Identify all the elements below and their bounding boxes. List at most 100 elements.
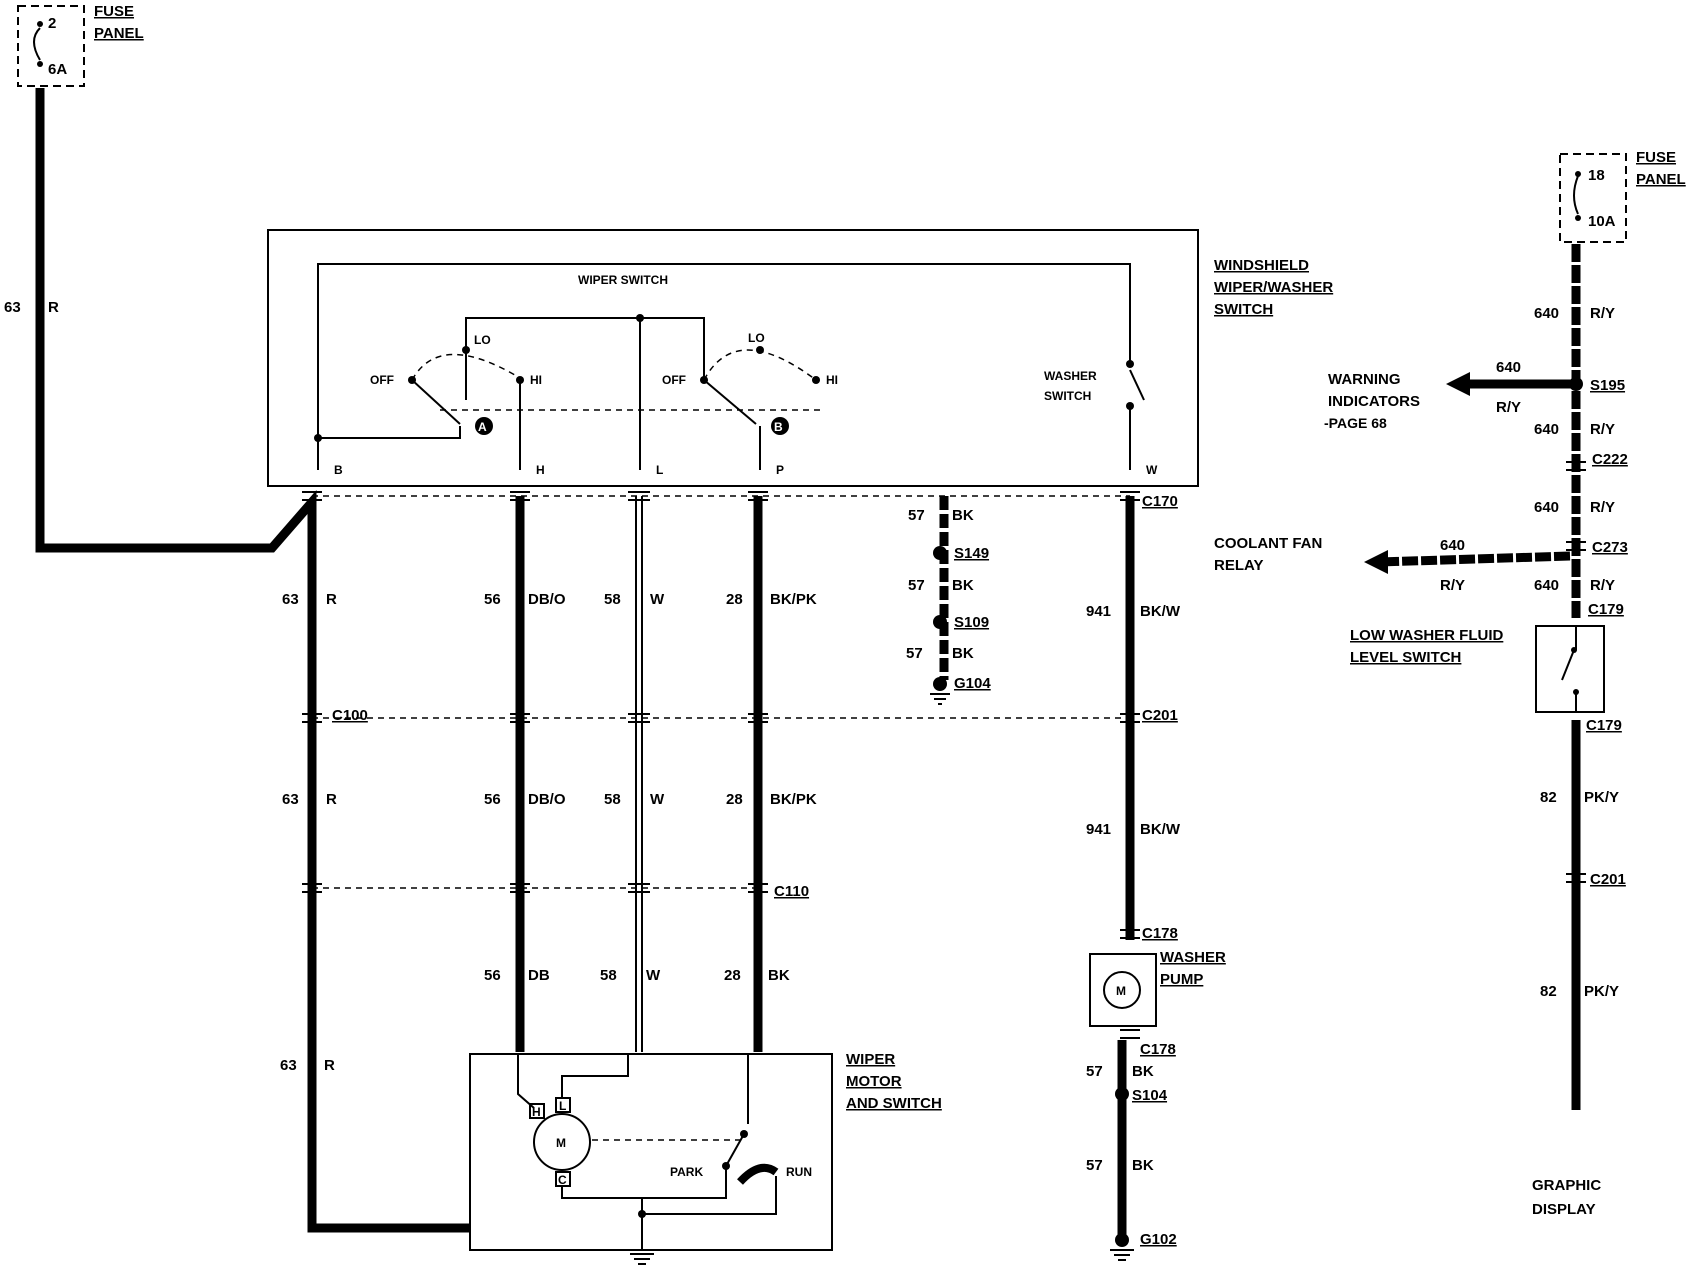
label-w-b: W bbox=[650, 791, 665, 808]
wire-color-r: R bbox=[48, 299, 59, 316]
label-28-b: 28 bbox=[726, 791, 743, 808]
label-56-b: 56 bbox=[484, 791, 501, 808]
motor-pin-c: C bbox=[558, 1173, 567, 1187]
label-56-a: 56 bbox=[484, 591, 501, 608]
connector-c110: C110 bbox=[774, 883, 809, 900]
connector-c222: C222 bbox=[1592, 451, 1628, 468]
switch-a-lo: LO bbox=[474, 333, 491, 347]
warning-label-1: WARNING bbox=[1328, 371, 1401, 388]
connector-c201-right: C201 bbox=[1590, 871, 1626, 888]
connector-c179-bottom: C179 bbox=[1586, 717, 1622, 734]
connector-c273: C273 bbox=[1592, 539, 1628, 556]
label-640-a: 640 bbox=[1534, 305, 1559, 322]
label-57-b: 57 bbox=[908, 577, 925, 594]
washer-switch-label-2: SWITCH bbox=[1044, 389, 1091, 403]
connector-marks bbox=[302, 491, 1140, 893]
pin-b: B bbox=[334, 463, 343, 477]
fuse-left-rating: 6A bbox=[48, 61, 67, 78]
label-db-c: DB bbox=[528, 967, 550, 984]
label-57-d: 57 bbox=[1086, 1063, 1103, 1080]
label-pky-a: PK/Y bbox=[1584, 789, 1619, 806]
label-82-b: 82 bbox=[1540, 983, 1557, 1000]
label-58-c: 58 bbox=[600, 967, 617, 984]
motor-icon bbox=[533, 1113, 591, 1171]
connector-c201-left: C201 bbox=[1142, 707, 1178, 724]
label-63-c: 63 bbox=[280, 1057, 297, 1074]
washer-pump: C178 WASHER PUMP M C178 57 BK S104 57 BK… bbox=[1086, 925, 1226, 1261]
label-ry-c: R/Y bbox=[1590, 499, 1615, 516]
pin-l: L bbox=[656, 463, 663, 477]
label-57-c: 57 bbox=[906, 645, 923, 662]
fuse-right-label-1: FUSE bbox=[1636, 149, 1676, 166]
motor-label-2: MOTOR bbox=[846, 1073, 902, 1090]
label-bkpk-a: BK/PK bbox=[770, 591, 817, 608]
label-dbo-a: DB/O bbox=[528, 591, 566, 608]
label-ry-b: R/Y bbox=[1590, 421, 1615, 438]
label-w-a: W bbox=[650, 591, 665, 608]
motor-label-1: WIPER bbox=[846, 1051, 895, 1068]
label-ry-warn: R/Y bbox=[1496, 399, 1521, 416]
connector-c178-bottom: C178 bbox=[1140, 1041, 1176, 1058]
pin-w: W bbox=[1146, 463, 1158, 477]
warning-label-2: INDICATORS bbox=[1328, 393, 1420, 410]
label-bk-b: BK bbox=[952, 577, 974, 594]
fuse-panel-left: 2 6A FUSE PANEL bbox=[17, 3, 144, 87]
switch-name-3: SWITCH bbox=[1214, 301, 1273, 318]
fuse-left-label-2: PANEL bbox=[94, 25, 144, 42]
graphic-display-label-1: GRAPHIC bbox=[1532, 1177, 1601, 1194]
connector-c178-top: C178 bbox=[1142, 925, 1178, 942]
label-pky-b: PK/Y bbox=[1584, 983, 1619, 1000]
label-ry-fan: R/Y bbox=[1440, 577, 1465, 594]
wire-58 bbox=[635, 496, 643, 1052]
label-941-a: 941 bbox=[1086, 603, 1111, 620]
switch-a-marker: A bbox=[478, 420, 487, 434]
ground-branch-g104: 57 BK S149 57 BK S109 57 BK G104 bbox=[906, 507, 991, 705]
label-28-a: 28 bbox=[726, 591, 743, 608]
label-bk-d: BK bbox=[1132, 1063, 1154, 1080]
label-r-b: R bbox=[326, 791, 337, 808]
graphic-display-label-2: DISPLAY bbox=[1532, 1201, 1596, 1218]
label-640-d: 640 bbox=[1534, 577, 1559, 594]
motor-pin-l: L bbox=[559, 1099, 566, 1113]
label-dbo-b: DB/O bbox=[528, 791, 566, 808]
switch-name-2: WIPER/WASHER bbox=[1214, 279, 1333, 296]
right-circuit: 18 10A FUSE PANEL 640 R/Y S195 640 R/Y W… bbox=[1214, 149, 1686, 1218]
label-bk-c: BK bbox=[768, 967, 790, 984]
label-bkw-a: BK/W bbox=[1140, 603, 1181, 620]
fuse-right-label-2: PANEL bbox=[1636, 171, 1686, 188]
fuse-right-rating: 10A bbox=[1588, 213, 1616, 230]
pump-motor-icon bbox=[1103, 971, 1141, 1009]
coolant-fan-label-2: RELAY bbox=[1214, 557, 1263, 574]
motor-label-3: AND SWITCH bbox=[846, 1095, 942, 1112]
switch-a-hi: HI bbox=[530, 373, 542, 387]
pump-label-2: PUMP bbox=[1160, 971, 1203, 988]
label-r-a: R bbox=[326, 591, 337, 608]
ground-g104: G104 bbox=[954, 675, 991, 692]
coolant-fan-label-1: COOLANT FAN bbox=[1214, 535, 1322, 552]
label-bk-e: BK bbox=[1132, 1157, 1154, 1174]
pin-h: H bbox=[536, 463, 545, 477]
pump-m: M bbox=[1116, 984, 1126, 998]
ground-g102: G102 bbox=[1140, 1231, 1177, 1248]
splice-s104: S104 bbox=[1132, 1087, 1168, 1104]
switch-name-1: WINDSHIELD bbox=[1214, 257, 1309, 274]
label-bkpk-b: BK/PK bbox=[770, 791, 817, 808]
label-63-a: 63 bbox=[282, 591, 299, 608]
wiper-motor-and-switch: WIPER MOTOR AND SWITCH M H L C PARK RUN bbox=[469, 1051, 942, 1265]
switch-b-marker: B bbox=[774, 420, 783, 434]
switch-b-off: OFF bbox=[662, 373, 686, 387]
fuse-left-label-1: FUSE bbox=[94, 3, 134, 20]
splice-s195: S195 bbox=[1590, 377, 1625, 394]
wire-label-63: 63 bbox=[4, 299, 21, 316]
label-w-c: W bbox=[646, 967, 661, 984]
label-63-b: 63 bbox=[282, 791, 299, 808]
low-washer-label-2: LEVEL SWITCH bbox=[1350, 649, 1461, 666]
switch-b-lo: LO bbox=[748, 331, 765, 345]
wiper-washer-switch: WIPER SWITCH WINDSHIELD WIPER/WASHER SWI… bbox=[267, 229, 1333, 487]
connector-c170: C170 bbox=[1142, 493, 1178, 510]
label-941-b: 941 bbox=[1086, 821, 1111, 838]
low-washer-label-1: LOW WASHER FLUID bbox=[1350, 627, 1503, 644]
motor-m: M bbox=[556, 1136, 566, 1150]
label-ry-a: R/Y bbox=[1590, 305, 1615, 322]
